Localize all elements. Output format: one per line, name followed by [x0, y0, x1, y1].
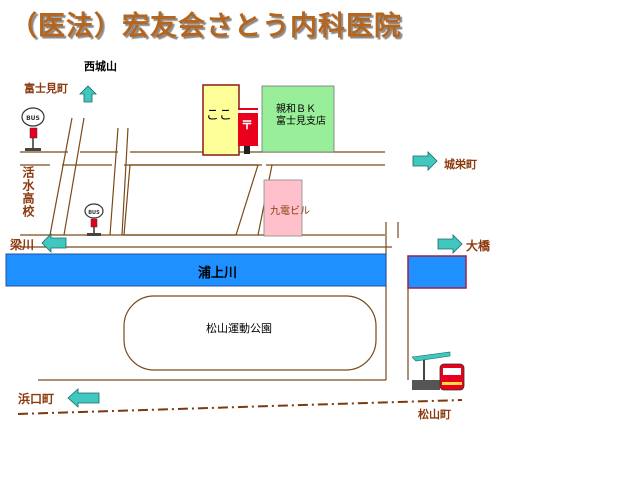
- urakami-river: [5, 253, 387, 287]
- label-jouei-cho: 城栄町: [444, 158, 477, 171]
- label-nishijoyama: 西城山: [84, 60, 117, 73]
- label-matsuyama-park: 松山運動公園: [206, 322, 272, 335]
- label-urakami-river: 浦上川: [198, 266, 238, 281]
- bus-stop-icon: [84, 203, 104, 236]
- page-title: （医法）宏友会さとう内科医院: [10, 11, 402, 42]
- label-matsuyama-cho: 松山町: [418, 408, 451, 421]
- label-hamaguchi-cho: 浜口町: [18, 392, 55, 406]
- arrow-icon: [41, 85, 463, 408]
- river-east-segment: [407, 255, 467, 289]
- label-kyuden-building: 九電ビル: [270, 206, 310, 217]
- post-box-icon: [238, 108, 258, 154]
- label-ohashi: 大橋: [466, 239, 491, 253]
- tram-icon: [411, 351, 465, 391]
- matsuyama-park-outline: [123, 295, 377, 371]
- bus-stop-icon: [21, 107, 45, 151]
- label-katsusui-high: 活水高校: [21, 166, 35, 218]
- clinic-building: [202, 84, 240, 156]
- label-yanagawa: 梁川: [10, 238, 35, 252]
- kyuden-building: [263, 179, 303, 237]
- road-network: [20, 117, 409, 381]
- label-clinic: ここ: [206, 108, 233, 123]
- railway-line: [17, 399, 463, 415]
- label-fujimicho-stop: 富士見町: [24, 82, 68, 95]
- bank-building: [261, 85, 335, 153]
- bus-sign-text: BUS: [88, 210, 100, 216]
- bus-sign-text: BUS: [26, 115, 40, 122]
- label-bank: 親和ＢＫ 富士見支店: [276, 104, 326, 127]
- post-mark: 〒: [241, 118, 254, 132]
